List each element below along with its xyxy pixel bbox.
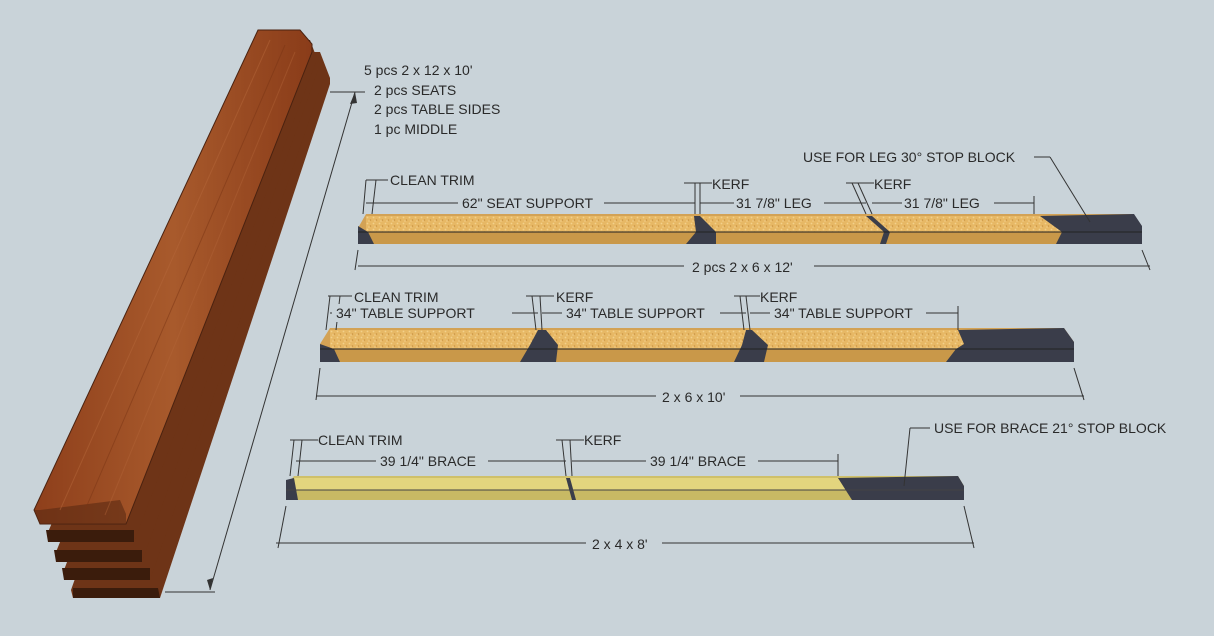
board2-clean-trim: CLEAN TRIM [354,289,439,305]
board2-kerf-2: KERF [760,289,797,305]
board1-clean-trim: CLEAN TRIM [390,172,475,188]
stock-line-3: 2 pcs TABLE SIDES [374,101,500,117]
board2-total-label: 2 x 6 x 10' [662,389,725,405]
board3-clean-trim: CLEAN TRIM [318,432,403,448]
plank-stack [33,29,330,598]
stock-pile-label: 5 pcs 2 x 12 x 10' 2 pcs SEATS 2 pcs TAB… [364,62,500,137]
board3-total-label: 2 x 4 x 8' [592,536,648,552]
board3-kerf-1: KERF [584,432,621,448]
board1-dimensions: 2 pcs 2 x 6 x 12' 62" SEAT SUPPORT CLEAN… [354,149,1151,275]
board1-piece-1: 62" SEAT SUPPORT [462,195,593,211]
board-2x4x8 [286,476,964,500]
board2-piece-3: 34" TABLE SUPPORT [774,305,913,321]
board-2x6x10 [320,328,1074,362]
board1-piece-2: 31 7/8" LEG [736,195,812,211]
board-2x6x12 [358,214,1142,244]
plank-length-dimension [165,91,365,593]
plank-1 [33,29,313,525]
board3-dimensions: 2 x 4 x 8' CLEAN TRIM 39 1/4" BRACE KERF… [276,420,1167,552]
board1-kerf-2: KERF [874,176,911,192]
stock-line-1: 5 pcs 2 x 12 x 10' [364,62,473,78]
board1-kerf-1: KERF [712,176,749,192]
board1-piece-3: 31 7/8" LEG [904,195,980,211]
board2-piece-2: 34" TABLE SUPPORT [566,305,705,321]
stock-line-4: 1 pc MIDDLE [374,121,457,137]
stock-line-2: 2 pcs SEATS [374,82,456,98]
board3-note: USE FOR BRACE 21° STOP BLOCK [934,420,1167,436]
board2-dimensions: 2 x 6 x 10' CLEAN TRIM 34" TABLE SUPPORT… [315,289,1085,405]
board3-piece-2: 39 1/4" BRACE [650,453,746,469]
board2-piece-1: 34" TABLE SUPPORT [336,305,475,321]
board3-piece-1: 39 1/4" BRACE [380,453,476,469]
board2-kerf-1: KERF [556,289,593,305]
board1-total-label: 2 pcs 2 x 6 x 12' [692,259,793,275]
board1-note: USE FOR LEG 30° STOP BLOCK [803,149,1016,165]
